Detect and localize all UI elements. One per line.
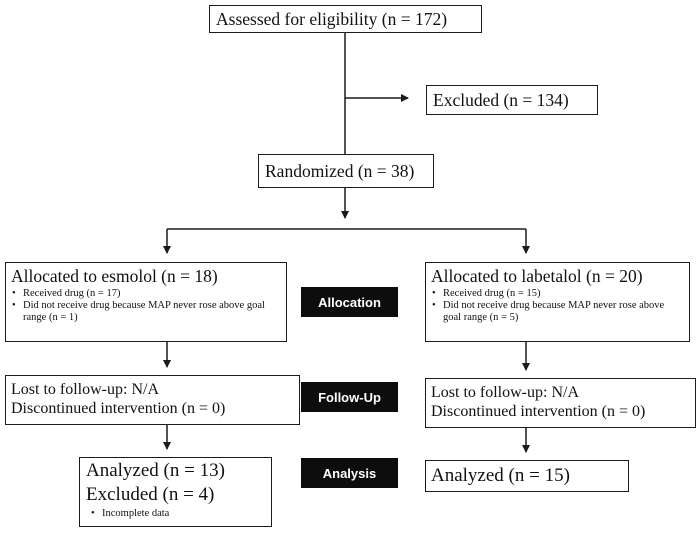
randomized-box: Randomized (n = 38) [258,154,434,188]
analysis-right-text: Analyzed (n = 15) [431,465,570,486]
esmolol-allocation-box: Allocated to esmolol (n = 18) Received d… [5,262,287,342]
analysis-left-excluded: Excluded (n = 4) [86,484,215,505]
analysis-left-bullets: Incomplete data [86,508,265,520]
esmolol-title: Allocated to esmolol (n = 18) [11,266,218,286]
analysis-left-box: Analyzed (n = 13) Excluded (n = 4) Incom… [79,457,272,527]
labetalol-allocation-box: Allocated to labetalol (n = 20) Received… [425,262,690,342]
stage-label-allocation: Allocation [301,287,398,317]
assessed-box: Assessed for eligibility (n = 172) [209,5,482,33]
labetalol-bullet-1: Received drug (n = 15) [432,288,684,300]
excluded-box: Excluded (n = 134) [426,85,598,115]
followup-right-line1: Lost to follow-up: N/A [431,384,579,401]
followup-right-box: Lost to follow-up: N/A Discontinued inte… [425,378,696,428]
esmolol-bullet-1: Received drug (n = 17) [12,288,281,300]
stage-label-analysis: Analysis [301,458,398,488]
esmolol-bullets: Received drug (n = 17) Did not receive d… [11,288,281,324]
randomized-text: Randomized (n = 38) [265,161,415,181]
labetalol-bullets: Received drug (n = 15) Did not receive d… [431,288,684,324]
analysis-right-box: Analyzed (n = 15) [425,460,629,492]
labetalol-bullet-2: Did not receive drug because MAP never r… [432,300,684,324]
followup-left-box: Lost to follow-up: N/A Discontinued inte… [5,375,300,425]
followup-right-line2: Discontinued intervention (n = 0) [431,403,646,420]
esmolol-bullet-2: Did not receive drug because MAP never r… [12,300,281,324]
analysis-left-analyzed: Analyzed (n = 13) [86,460,225,481]
followup-left-line2: Discontinued intervention (n = 0) [11,400,226,417]
labetalol-title: Allocated to labetalol (n = 20) [431,266,643,286]
excluded-text: Excluded (n = 134) [433,90,569,110]
followup-left-line1: Lost to follow-up: N/A [11,381,159,398]
analysis-left-bullet-1: Incomplete data [91,508,265,520]
stage-label-followup: Follow-Up [301,382,398,412]
assessed-text: Assessed for eligibility (n = 172) [216,9,448,29]
